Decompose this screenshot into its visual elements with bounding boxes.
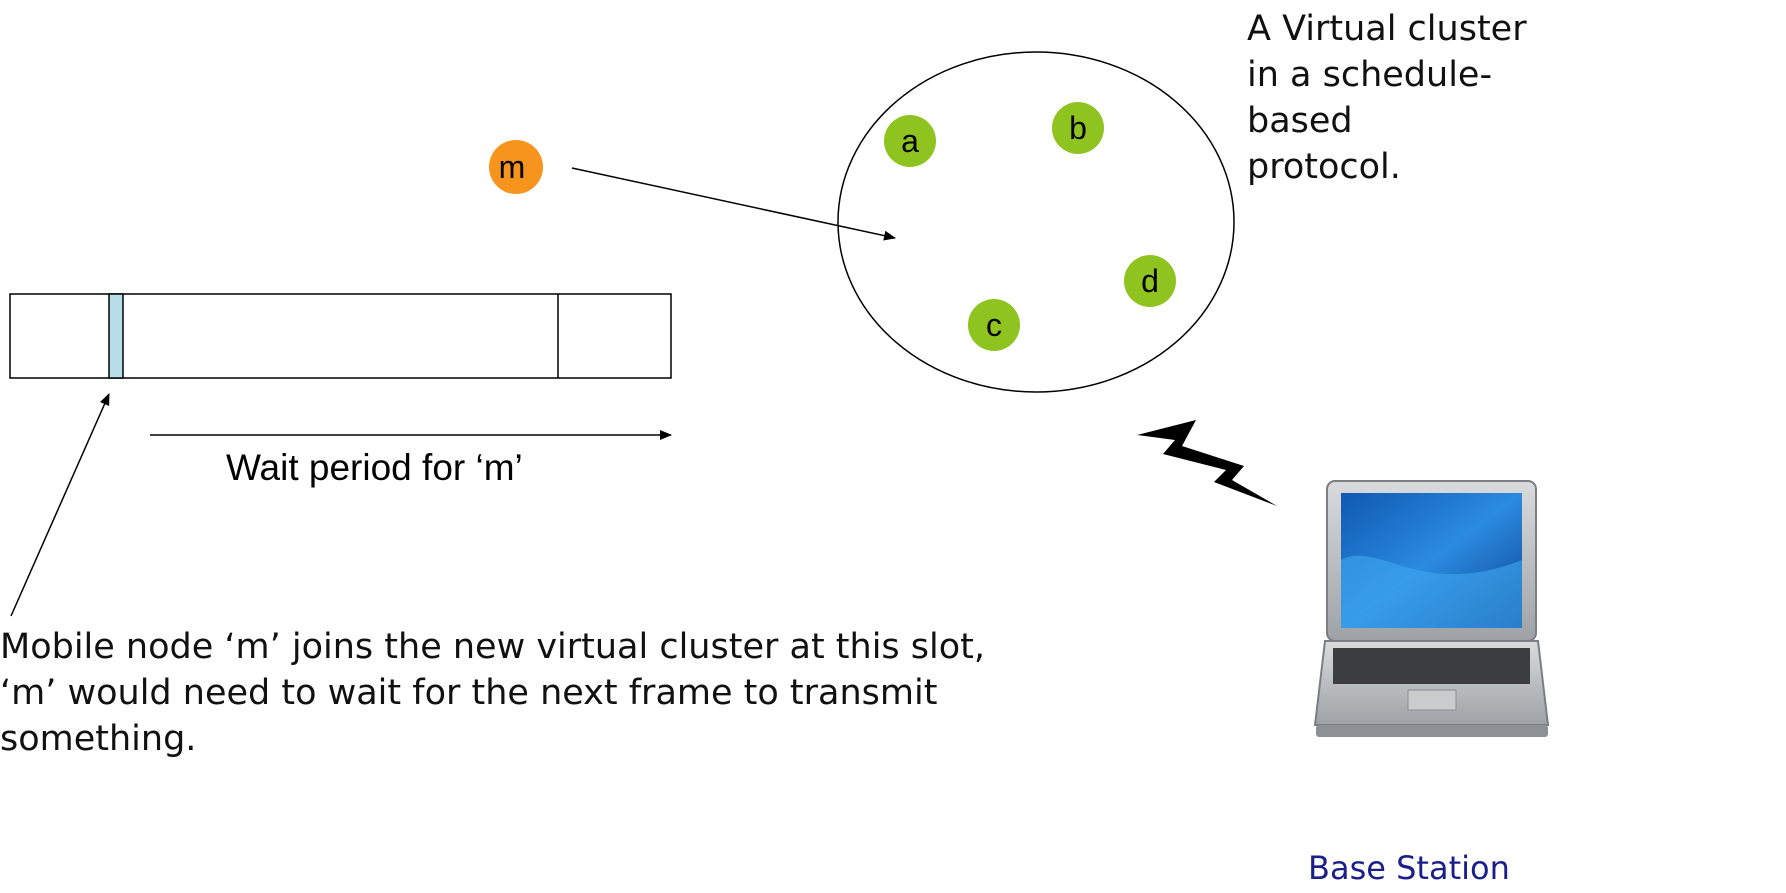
cluster-caption-line: based [1247, 101, 1353, 141]
cluster-node-b-label: b [1069, 110, 1087, 146]
mobile-node-m: m [489, 140, 543, 194]
cluster-node-a-label: a [901, 123, 919, 159]
cluster-caption-line: protocol. [1247, 147, 1401, 187]
join-slot-caption-line: ‘m’ would need to wait for the next fram… [0, 673, 938, 713]
cluster-node-d-label: d [1141, 263, 1159, 299]
join-slot-caption-line: Mobile node ‘m’ joins the new virtual cl… [0, 627, 986, 667]
cluster-caption-line: A Virtual cluster [1247, 9, 1527, 49]
cluster-node-d: d [1124, 255, 1176, 307]
cluster-node-b: b [1052, 102, 1104, 154]
join-arrow [571, 167, 896, 241]
slot-pointer-arrow [10, 393, 110, 617]
cluster-caption: A Virtual cluster in a schedule- based p… [1247, 6, 1577, 190]
join-slot-caption-line: something. [0, 719, 197, 759]
cluster-node-c: c [968, 299, 1020, 351]
join-slot [108, 293, 124, 379]
lightning-bolt-icon [1137, 420, 1277, 506]
virtual-cluster-ellipse [837, 51, 1235, 393]
wait-period-label: Wait period for ‘m’ [226, 447, 523, 488]
cluster-caption-line: in a schedule- [1247, 55, 1493, 95]
cluster-node-c-label: c [986, 307, 1002, 343]
base-station-label: Base Station [1308, 849, 1510, 887]
cluster-node-a: a [884, 115, 936, 167]
join-slot-caption: Mobile node ‘m’ joins the new virtual cl… [0, 624, 1140, 762]
mobile-node-m-label: m [499, 149, 526, 185]
laptop-icon [1313, 480, 1550, 737]
